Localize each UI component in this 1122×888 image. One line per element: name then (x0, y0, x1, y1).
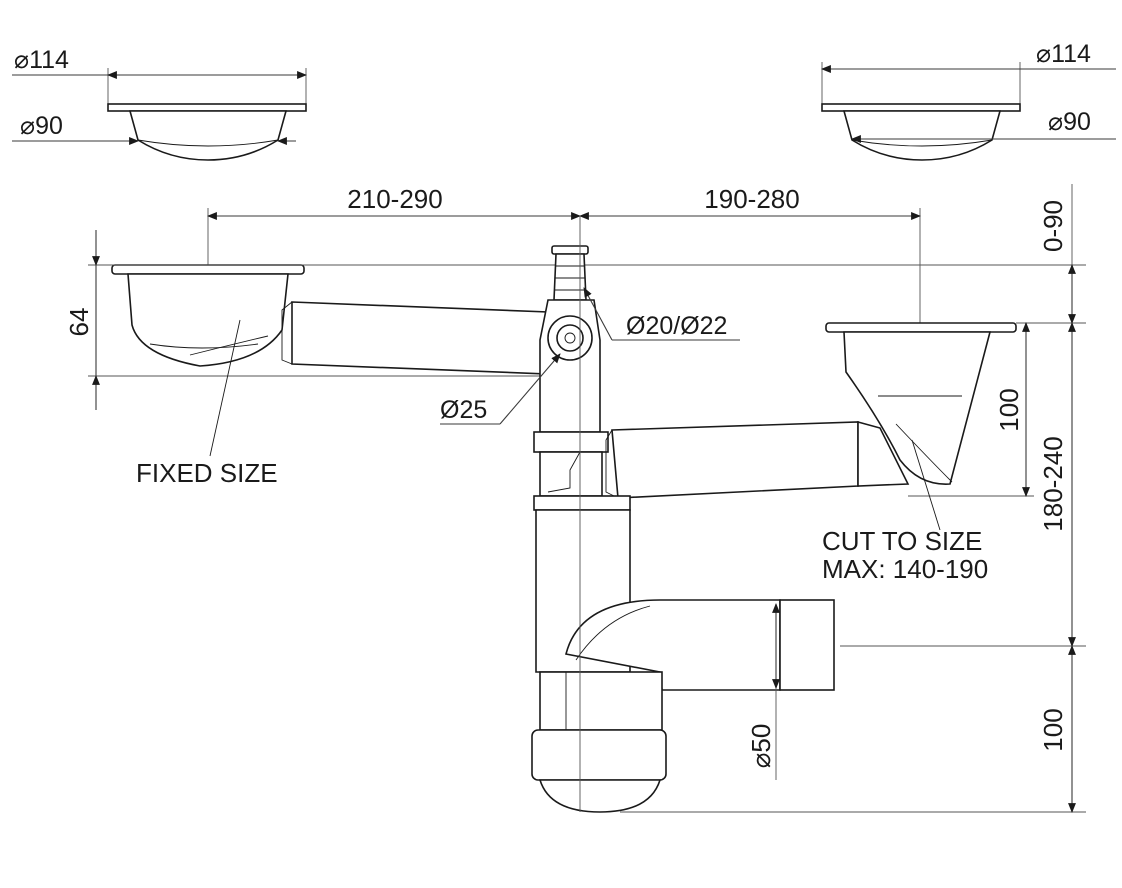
top-left-dia-inner: ⌀90 (20, 112, 63, 140)
trap-bottom-label: 100 (1038, 708, 1068, 751)
right-drop-label: 100 (994, 388, 1024, 431)
outlet-dia-label: ⌀50 (746, 724, 776, 769)
left-waste-pipe (281, 301, 549, 375)
cut-to-size-note: CUT TO SIZE (822, 526, 982, 556)
overall-label: 180-240 (1038, 436, 1068, 531)
left-span-label: 210-290 (347, 184, 442, 214)
overflow-column (533, 245, 609, 497)
annotations: Ø20/Ø22 Ø25 FIXED SIZE CUT TO SIZE MAX: … (136, 287, 988, 584)
left-basin-height: 64 (64, 308, 94, 337)
left-basin (111, 264, 305, 367)
offset-top-label: 0-90 (1038, 200, 1068, 252)
inlet-dia-label: Ø25 (440, 396, 487, 424)
overflow-dia-label: Ø20/Ø22 (626, 312, 727, 340)
right-height-dimensions: 0-90 100 180-240 100 (620, 184, 1086, 813)
right-basin (825, 322, 1017, 485)
top-right-dia-inner: ⌀90 (1048, 108, 1091, 136)
right-span-label: 190-280 (704, 184, 799, 214)
fixed-size-note: FIXED SIZE (136, 458, 278, 488)
top-left-dia-outer: ⌀114 (14, 46, 69, 74)
right-waste-pipe (605, 420, 910, 499)
top-right-strainer: ⌀114 ⌀90 (821, 40, 1116, 161)
left-height-dimension: 64 (64, 230, 1086, 410)
bottle-trap: ⌀50 (531, 495, 835, 813)
cut-to-size-max: MAX: 140-190 (822, 554, 988, 584)
top-right-dia-outer: ⌀114 (1036, 40, 1091, 68)
horizontal-dimensions: 210-290 190-280 (207, 184, 921, 390)
top-left-strainer: ⌀114 ⌀90 (12, 46, 307, 161)
